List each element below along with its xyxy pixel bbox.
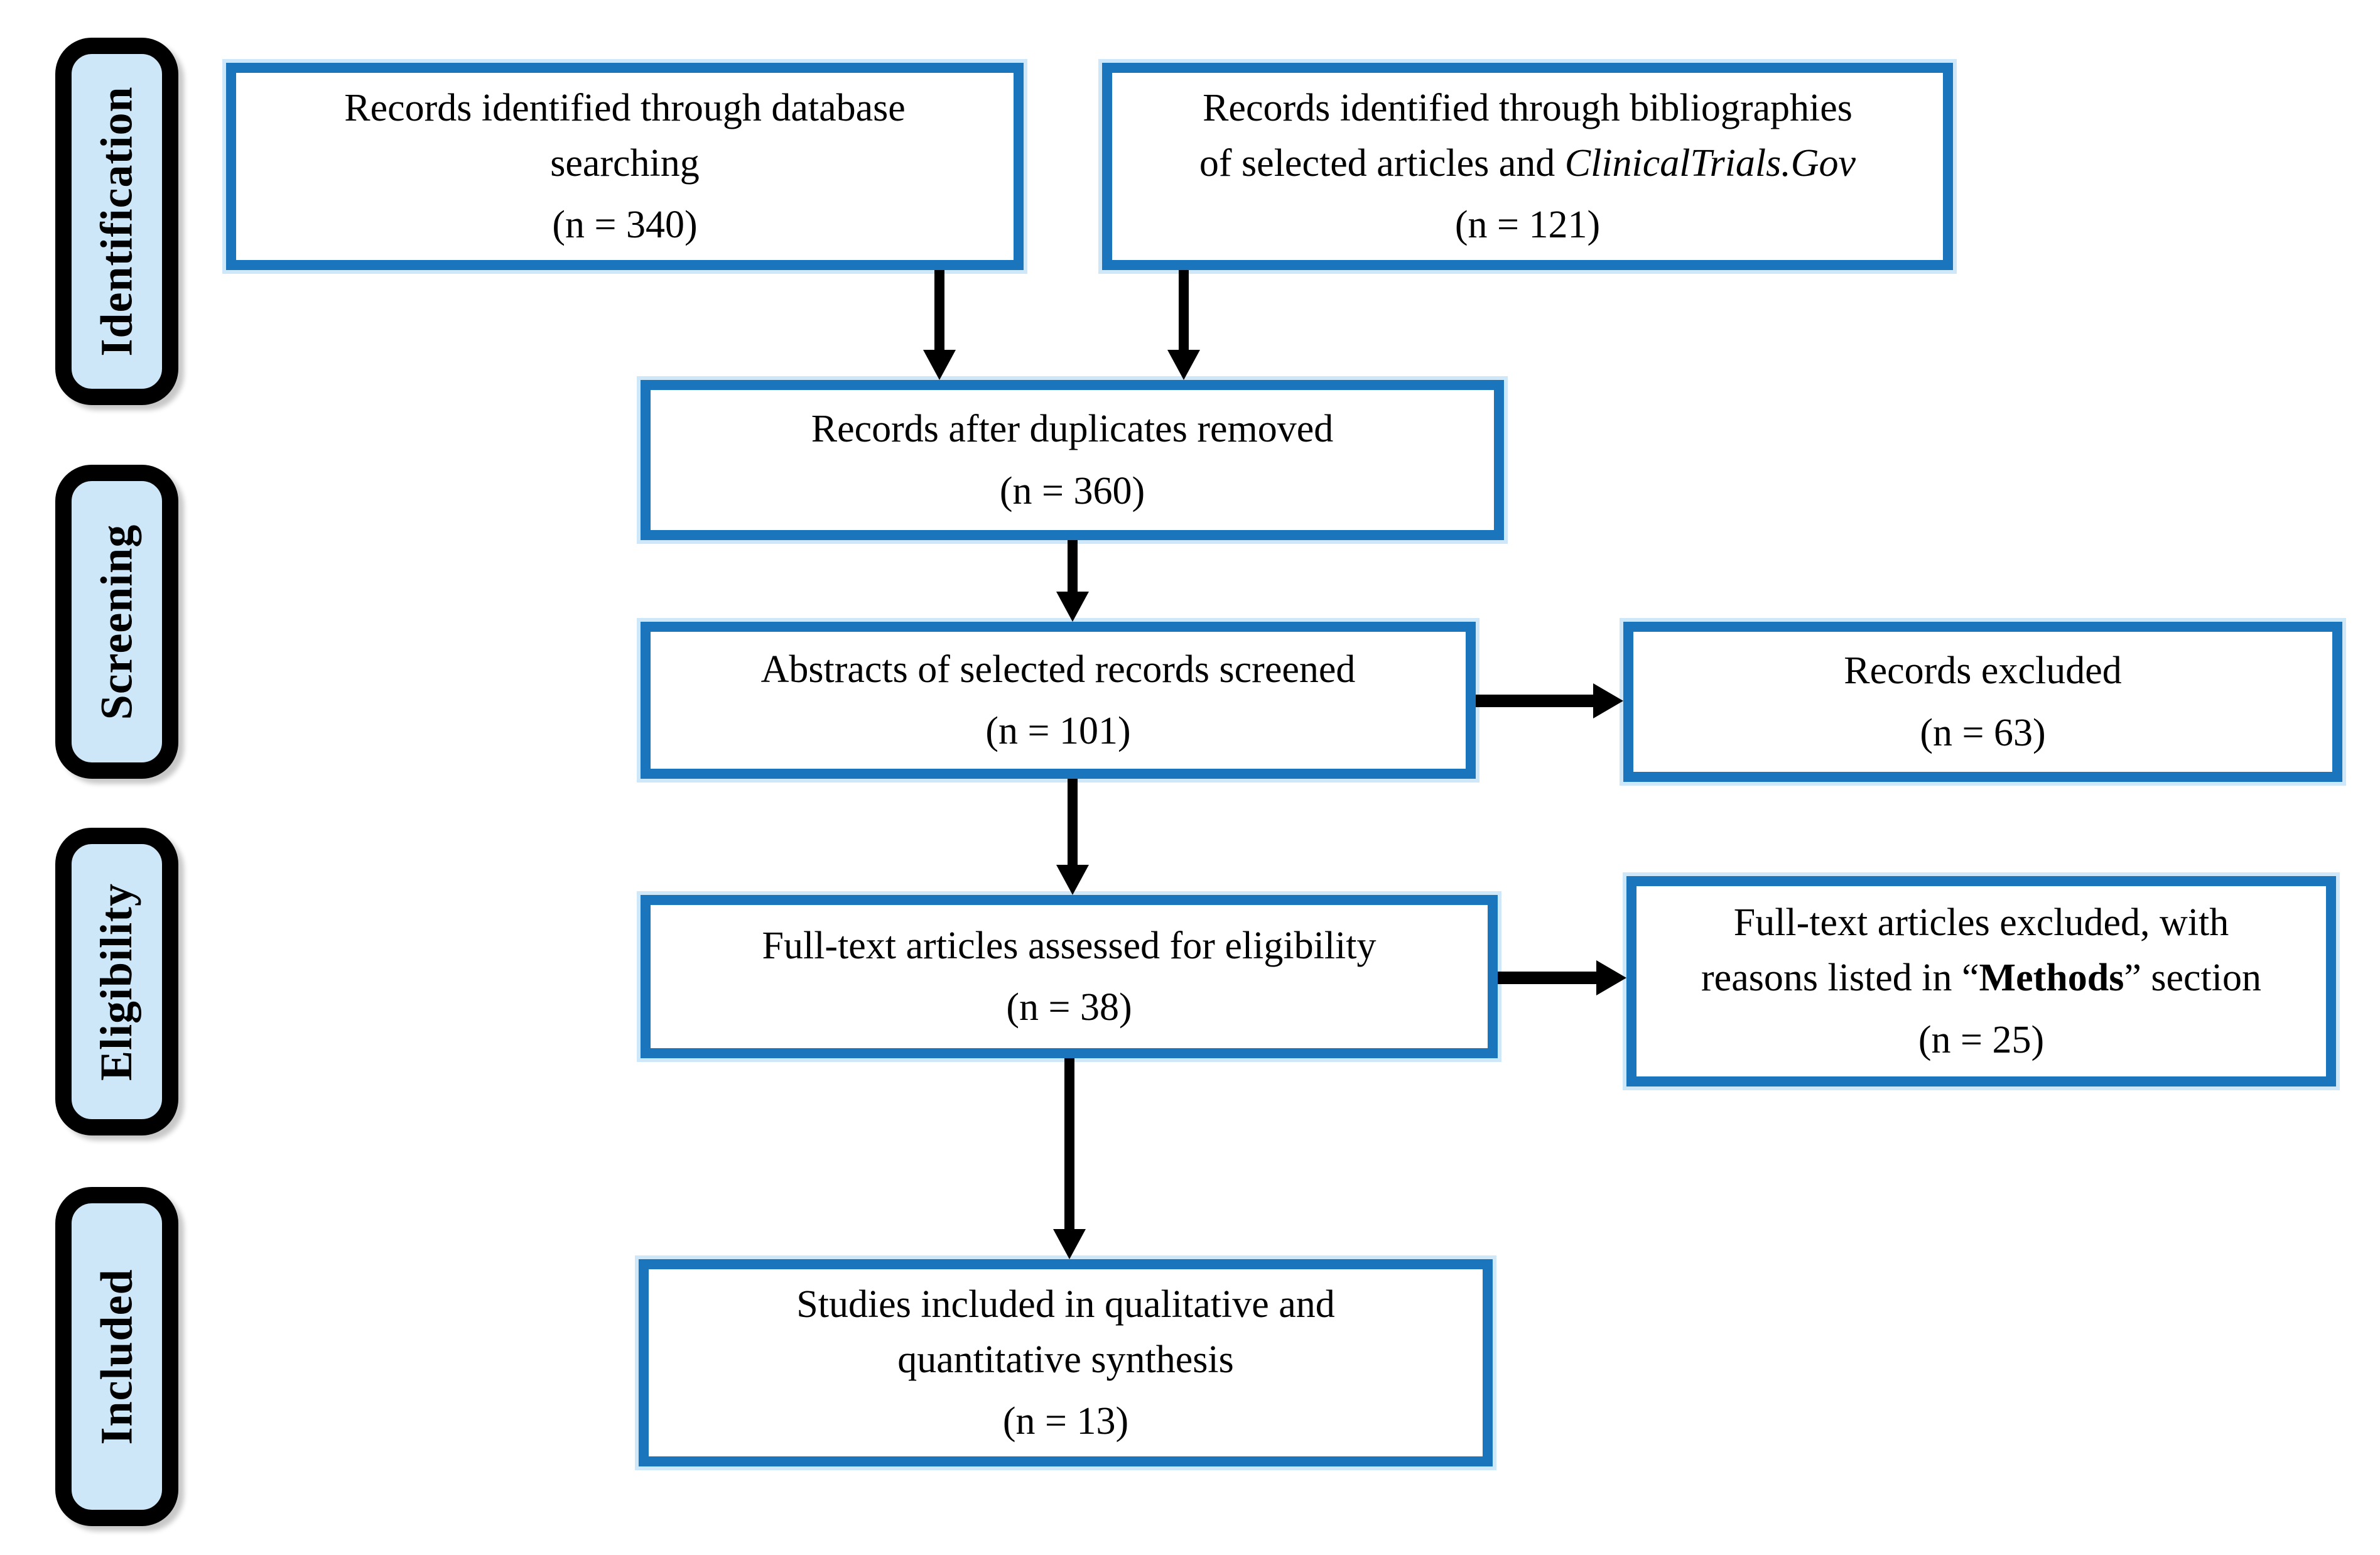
box-text-line: Records after duplicates removed — [811, 408, 1334, 451]
box-text-segment: reasons listed in “ — [1701, 956, 1979, 1000]
arrow-abstracts-to-excluded — [1476, 683, 1623, 718]
box-count: (n = 360) — [999, 469, 1145, 512]
stage-included-label: Included — [91, 1268, 142, 1445]
arrow-head-down-icon — [1167, 350, 1200, 380]
arrow-head-down-icon — [923, 350, 956, 380]
box-duplicates-removed: Records after duplicates removed (n = 36… — [641, 380, 1504, 540]
arrow-shaft — [1068, 779, 1078, 867]
box-studies-included: Studies included in qualitative and quan… — [639, 1259, 1493, 1466]
box-text-segment: of selected articles and — [1199, 141, 1565, 185]
arrow-fulltext-to-excluded — [1498, 960, 1626, 995]
arrow-database-to-duplicates — [923, 270, 956, 380]
arrow-bibliographies-to-duplicates — [1167, 270, 1200, 380]
box-count: (n = 340) — [552, 203, 698, 247]
box-text-line: searching — [550, 141, 700, 185]
arrow-shaft — [1068, 540, 1078, 594]
arrow-duplicates-to-abstracts — [1056, 540, 1089, 622]
arrow-head-right-icon — [1596, 960, 1626, 995]
box-text-line: of selected articles and ClinicalTrials.… — [1199, 136, 1856, 191]
box-text-line: Studies included in qualitative and — [796, 1282, 1335, 1326]
box-text-line: Full-text articles excluded, with — [1733, 901, 2229, 945]
box-count: (n = 13) — [1002, 1400, 1129, 1443]
stage-eligibility: Eligibility — [55, 828, 178, 1135]
box-count: (n = 25) — [1918, 1018, 2045, 1061]
box-records-excluded: Records excluded (n = 63) — [1623, 622, 2342, 782]
stage-eligibility-label: Eligibility — [91, 882, 142, 1081]
stage-included: Included — [55, 1187, 178, 1526]
box-count: (n = 121) — [1454, 203, 1601, 247]
arrow-shaft — [934, 270, 944, 352]
box-count: (n = 63) — [1920, 711, 2046, 754]
box-count: (n = 38) — [1006, 986, 1132, 1029]
box-records-bibliographies: Records identified through bibliographie… — [1102, 63, 1953, 270]
box-text-segment: ” section — [2124, 956, 2261, 1000]
box-text-line: Full-text articles assessed for eligibil… — [762, 924, 1377, 967]
arrow-abstracts-to-fulltext — [1056, 779, 1089, 895]
arrow-head-down-icon — [1053, 1229, 1086, 1259]
stage-screening: Screening — [55, 465, 178, 779]
arrow-head-down-icon — [1056, 592, 1089, 622]
arrow-head-down-icon — [1056, 865, 1089, 895]
arrow-shaft — [1498, 972, 1599, 984]
stage-identification-label: Identification — [91, 86, 142, 357]
arrow-shaft — [1476, 695, 1596, 707]
box-fulltext-excluded: Full-text articles excluded, with reason… — [1626, 876, 2336, 1086]
arrow-head-right-icon — [1593, 683, 1623, 718]
box-text-line: reasons listed in “Methods” section — [1701, 950, 2261, 1005]
clinicaltrials-gov-italic-text: ClinicalTrials.Gov — [1564, 141, 1856, 185]
box-records-database-search: Records identified through database sear… — [226, 63, 1024, 270]
box-text-line: Records identified through bibliographie… — [1203, 86, 1853, 129]
stage-identification: Identification — [55, 38, 178, 405]
arrow-fulltext-to-included — [1053, 1058, 1086, 1259]
box-abstracts-screened: Abstracts of selected records screened (… — [641, 622, 1476, 779]
box-text-line: Records identified through database — [344, 86, 906, 129]
box-text-line: Abstracts of selected records screened — [760, 647, 1356, 691]
box-fulltext-assessed: Full-text articles assessed for eligibil… — [641, 895, 1498, 1058]
stage-screening-label: Screening — [91, 524, 142, 720]
box-text-line: Records excluded — [1844, 649, 2122, 693]
box-count: (n = 101) — [985, 710, 1131, 752]
arrow-shaft — [1064, 1058, 1074, 1232]
box-text-line: quantitative synthesis — [897, 1338, 1234, 1381]
methods-bold-text: Methods — [1979, 956, 2124, 1000]
arrow-shaft — [1179, 270, 1189, 352]
